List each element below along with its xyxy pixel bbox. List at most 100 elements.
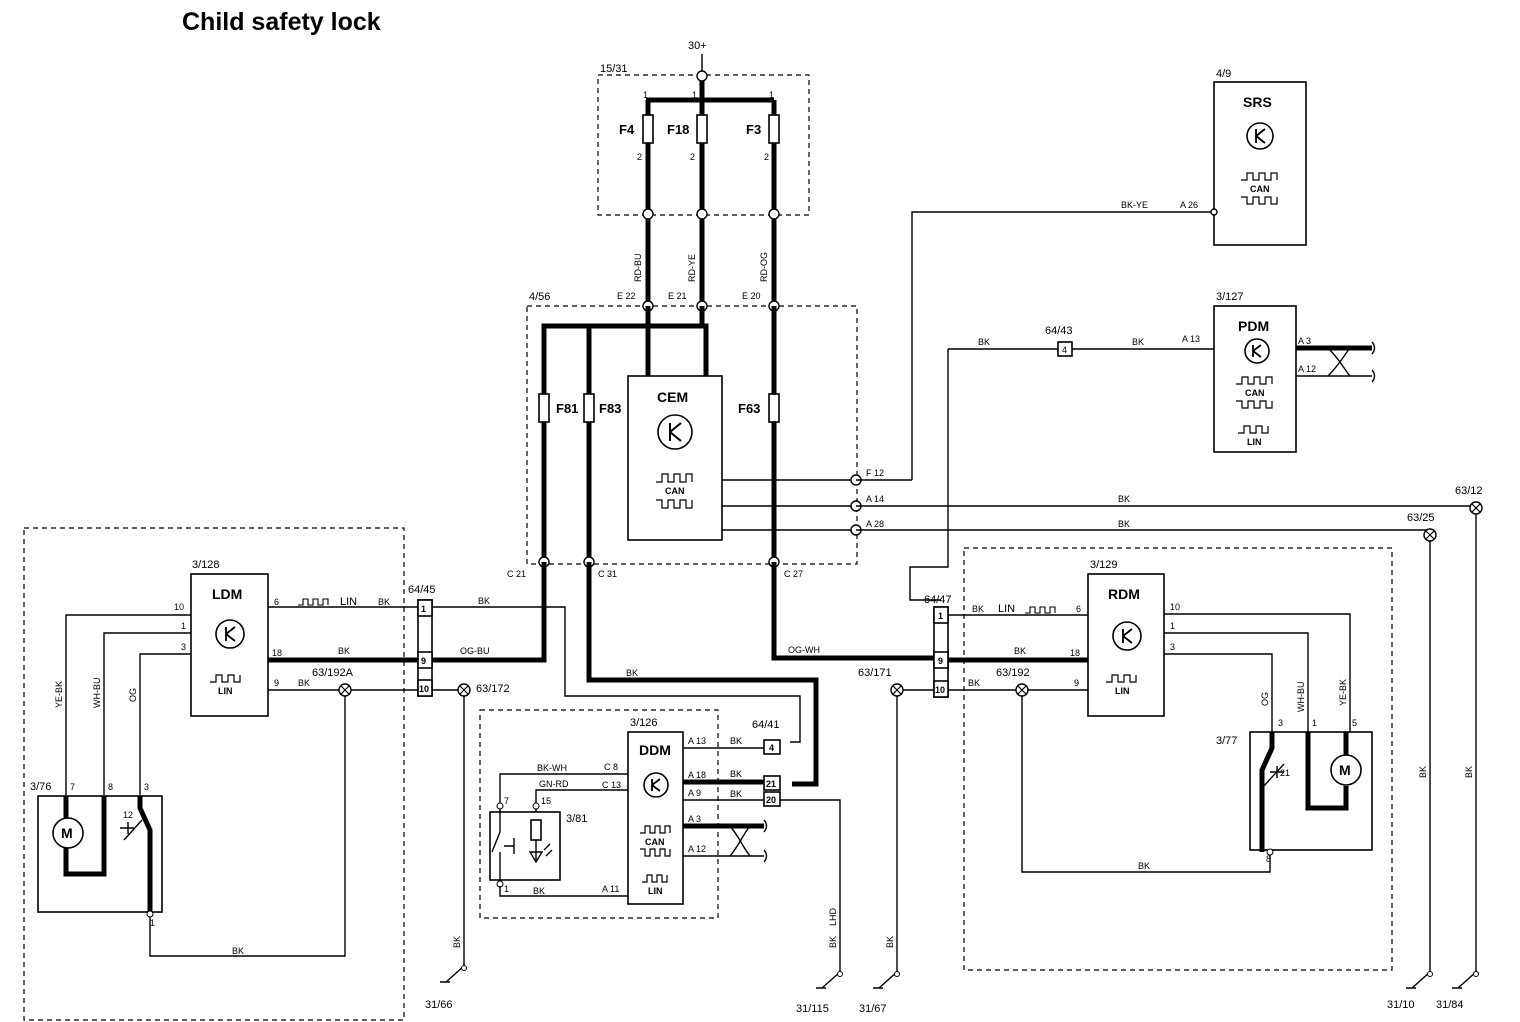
wire-label-og-bu: OG-BU [460,646,490,656]
rdm-lin-label: LIN [1115,686,1130,696]
conn-64-43-pin: 4 [1062,345,1067,355]
svg-text:63/25: 63/25 [1407,512,1435,524]
switch-left-label: 12 [123,810,133,820]
pin-a14: A 14 [866,494,884,504]
pin-c31: C 31 [598,569,617,579]
pin-rdm-9: 9 [1074,678,1079,688]
wire-label-lin: LIN [340,596,357,608]
pin-a28: A 28 [866,519,884,529]
wire-og-right [1164,653,1273,732]
pin-e21: E 21 [668,291,687,301]
wire-label-bk: BK [978,337,990,347]
ground-31-115: 31/115 [796,971,843,1015]
motor-right-box [1249,731,1373,851]
wire-label-bk: BK [730,789,742,799]
conn-64-41 [763,739,781,755]
pin-c27: C 27 [784,569,803,579]
switch-right-wiring [1259,732,1275,852]
switch-left-icon [120,819,143,841]
svg-text:F4: F4 [619,122,635,137]
svg-text:63/171: 63/171 [858,667,892,679]
svg-text:63/192: 63/192 [996,667,1030,679]
pdm-name: PDM [1238,318,1269,334]
fuse-f81: F81 [538,393,578,423]
pin-motor-left-7: 7 [70,782,75,792]
pin-rdm-1: 1 [1170,621,1175,631]
pin-motor-right-1: 1 [1312,718,1317,728]
wire-label-lin: LIN [998,603,1015,615]
svg-text:M: M [61,825,73,841]
srs-module [1213,81,1307,246]
cem-box-id: 4/56 [529,291,550,303]
motor-right-id: 3/77 [1216,735,1237,747]
pin-pdm-a12: A 12 [1298,364,1316,374]
cem-can-label: CAN [665,486,685,496]
diagram-title: Child safety lock [182,8,381,36]
wire-label-bk: BK [730,769,742,779]
pin-rdm-6: 6 [1076,604,1081,614]
pin-ddm-c13: C 13 [602,780,621,790]
ground-31-66: 31/66 [425,965,467,1011]
wire-bk-ground-right [1021,696,1271,873]
wire-bk-64-41-4 [544,606,801,743]
svg-text:F83: F83 [599,401,621,416]
wire-label-bk: BK [885,936,895,948]
rdm-module [1087,573,1165,717]
conn-64-41-pin-21: 21 [766,779,776,789]
wire-label-og-wh: OG-WH [788,645,820,655]
ldm-lin-label: LIN [218,686,233,696]
svg-text:31/67: 31/67 [859,1003,887,1015]
fuse-f3: F3 1 2 [746,90,780,212]
wire-label-bk: BK [533,886,545,896]
wire-label-wh-bu: WH-BU [92,678,102,709]
svg-text:1: 1 [643,90,648,100]
wire-wh-bu-right [1164,632,1309,732]
pin-ddm-a3: A 3 [688,814,701,824]
ldm-control-icon [215,619,245,649]
pin-ddm-a11: A 11 [602,884,619,894]
pdm-can-label: CAN [1245,388,1265,398]
pdm-twisted-pair [1327,347,1351,377]
ddm-twisted-pair [729,825,751,857]
pin-ddm-a9: A 9 [688,788,701,798]
splice-63-25: 63/25 [1407,512,1437,542]
switch-381-button [504,838,515,854]
motor-left-wiring [63,796,107,877]
wire-label-bk: BK [1418,766,1428,778]
pin-motor-right-8: 8 [1266,854,1271,864]
wire-label-bk-wh: BK-WH [537,763,567,773]
ddm-control-icon [643,772,669,798]
motor-right-wiring [1305,732,1349,811]
ldm-id: 3/128 [192,559,220,571]
driver-door-boundary [479,709,719,919]
wire-bk-ground-left [149,696,346,957]
wire-label-bk: BK [730,736,742,746]
wire-ye-bk-right [1164,613,1351,732]
pin-rdm-3: 3 [1170,642,1175,652]
ground-31-84: 31/84 [1436,971,1479,1011]
pin-c21: C 21 [507,569,526,579]
wire-bk-c31 [586,562,819,787]
wire-label-bk: BK [1118,519,1130,529]
pin-f12: F 12 [866,468,884,478]
fuse-f63: F63 [738,393,780,423]
right-door-boundary [963,547,1393,971]
svg-text:31/115: 31/115 [796,1003,829,1015]
cem-internal-bus [541,323,709,560]
wire-label-bk: BK [452,936,462,948]
left-door-boundary [23,527,405,1021]
svg-text:1: 1 [769,90,774,100]
ddm-can-label: CAN [645,837,665,847]
rdm-lin-icon [1025,606,1056,614]
switch-381-led-icon [528,840,553,864]
wire-label-bk: BK [298,678,310,688]
node [696,208,708,220]
ldm-lin-icon [298,598,329,606]
svg-text:F63: F63 [738,401,760,416]
svg-text:31/66: 31/66 [425,999,453,1011]
pin-switch-1: 1 [504,884,509,894]
splice-63-12: 63/12 [1455,485,1483,515]
rdm-name: RDM [1108,586,1140,602]
pin-switch-7: 7 [504,796,509,806]
